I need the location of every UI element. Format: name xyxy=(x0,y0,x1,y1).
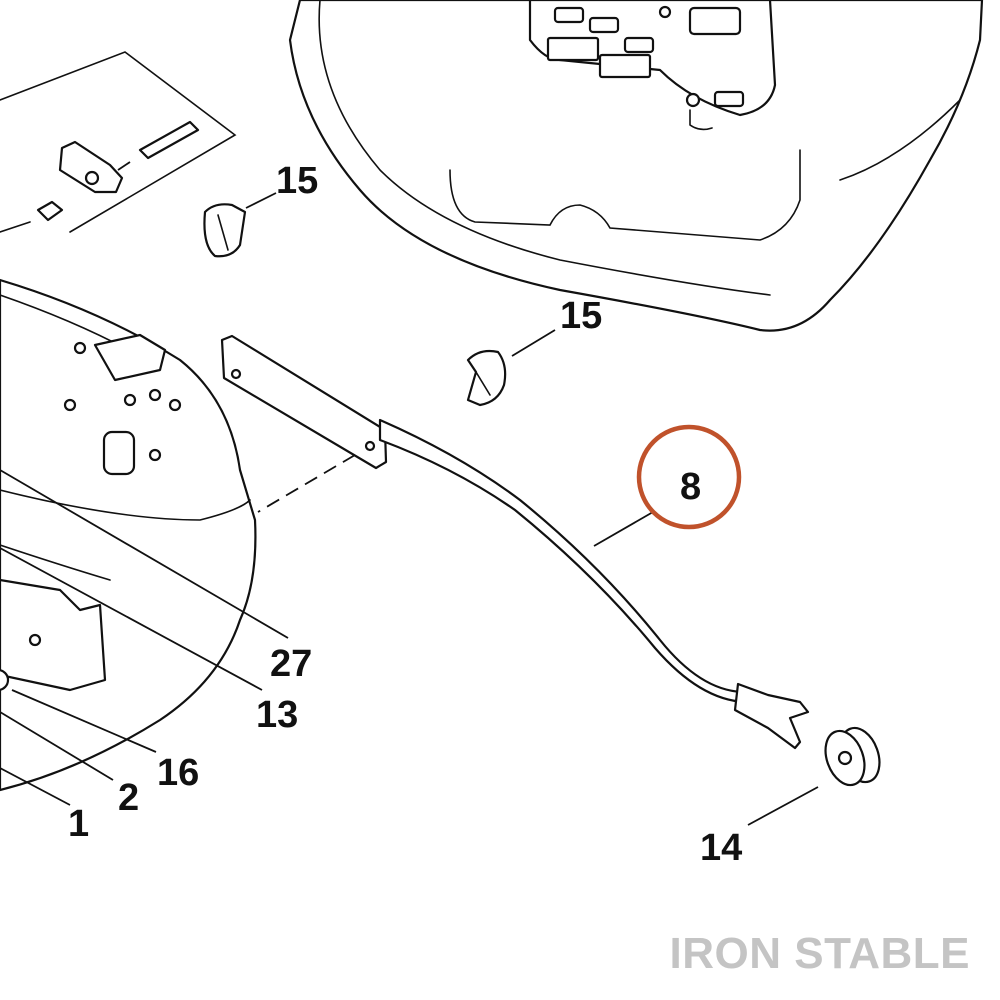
callout-2: 2 xyxy=(118,777,139,819)
callout-14: 14 xyxy=(700,827,742,869)
leader-lines xyxy=(0,192,819,826)
callout-8: 8 xyxy=(680,466,701,508)
hinge-hardware-inset xyxy=(0,51,237,233)
callout-16: 16 xyxy=(157,752,199,794)
tether-cable-part-8 xyxy=(378,418,810,750)
watermark-text: IRON STABLE xyxy=(670,929,970,978)
saddlebag-body xyxy=(288,0,984,332)
clip-part-15-lower xyxy=(466,349,507,407)
callout-15-lower: 15 xyxy=(560,295,602,337)
callout-1: 1 xyxy=(68,803,89,845)
clip-part-15-upper xyxy=(203,203,247,258)
saddlebag-lid-panel xyxy=(0,278,257,792)
gasket-strip-part-27 xyxy=(220,334,388,513)
grommet-part-14 xyxy=(824,726,881,787)
callout-27: 27 xyxy=(270,643,312,685)
callout-13: 13 xyxy=(256,694,298,736)
highlight-circle xyxy=(636,424,742,530)
callout-15-upper: 15 xyxy=(276,160,318,202)
